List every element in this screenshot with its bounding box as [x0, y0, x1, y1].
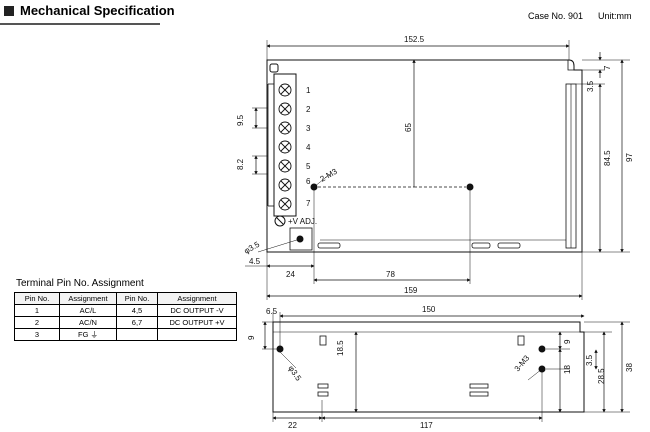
dim-left: 24 [286, 270, 295, 279]
table-row: 1 AC/L 4,5 DC OUTPUT -V [14, 304, 237, 317]
mounting-hole [466, 183, 474, 191]
dim-overall: 159 [404, 286, 418, 295]
side-view-outline [272, 321, 585, 413]
terminal-screw-icon [278, 83, 292, 97]
dim-pitch-2: 8.2 [236, 158, 245, 170]
side-dim-width: 150 [422, 305, 436, 314]
pin-number: 5 [306, 162, 311, 171]
side-dim-right-3-5: 3.5 [585, 354, 594, 366]
pin-number: 6 [306, 177, 311, 186]
dim-depth-inner: 84.5 [603, 150, 612, 166]
v-adj-label: +V ADJ. [288, 217, 317, 226]
hole-label: φ3.5 [243, 240, 262, 256]
dim-hole-vertical: 65 [404, 123, 413, 132]
pin-number: 3 [306, 124, 311, 133]
terminal-screw-icon [278, 140, 292, 154]
dim-top-right-small: 3.5 [586, 80, 595, 92]
terminal-screw-icon [278, 159, 292, 173]
column-header: Pin No. [116, 292, 158, 305]
table-header-row: Pin No. Assignment Pin No. Assignment [14, 292, 237, 305]
terminal-pin-table: Pin No. Assignment Pin No. Assignment 1 … [14, 292, 237, 341]
side-dim-height: 38 [625, 363, 634, 372]
terminal-screw-icon [278, 178, 292, 192]
section-header: Mechanical Specification [0, 0, 650, 30]
side-dim-hole-spacing: 117 [420, 421, 433, 430]
dim-top-right: 7 [603, 65, 612, 70]
table-row: 3 FG ⏚ [14, 328, 237, 341]
terminal-table-title: Terminal Pin No. Assignment [16, 278, 144, 289]
side-dim-hole-y: 18.5 [336, 340, 345, 356]
section-title: Mechanical Specification [20, 3, 175, 18]
side-dim-left-small: 6.5 [266, 307, 278, 316]
side-screw-label: 3-M3 [513, 353, 532, 373]
column-header: Assignment [157, 292, 237, 305]
side-view [262, 312, 630, 422]
side-dim-height-left: 9 [247, 335, 256, 340]
side-mounting-hole [538, 345, 546, 353]
table-cell [157, 328, 237, 341]
v-adj-potentiometer [274, 215, 286, 227]
fg-bracket [289, 227, 313, 251]
terminal-screw-icon [278, 197, 292, 211]
column-header: Assignment [59, 292, 117, 305]
pin-number: 4 [306, 143, 311, 152]
case-number: Case No. 901 [528, 11, 584, 21]
dim-hole-spacing: 78 [386, 270, 395, 279]
pin-number: 2 [306, 105, 311, 114]
side-dim-right-18: 18 [563, 365, 572, 374]
screw-label: 2-M3 [319, 167, 340, 184]
terminal-block [273, 73, 297, 217]
side-dim-left: 22 [288, 421, 297, 430]
pin-number: 7 [306, 199, 311, 208]
unit-label: Unit:mm [598, 11, 632, 21]
dim-pitch-1: 9.5 [236, 114, 245, 126]
dim-width: 152.5 [404, 35, 425, 44]
dim-corner: 4.5 [249, 257, 261, 266]
side-hole-label: φ3.5 [286, 364, 303, 383]
header-bullet-icon [4, 6, 14, 16]
terminal-screws [278, 83, 292, 211]
terminal-screw-icon [278, 102, 292, 116]
header-underline [0, 23, 160, 25]
top-view-outline [266, 59, 583, 253]
side-dim-right-9: 9 [563, 339, 572, 344]
dim-depth: 97 [625, 153, 634, 162]
top-view [245, 40, 630, 300]
side-dim-right-28-5: 28.5 [597, 368, 606, 384]
terminal-screw-icon [278, 121, 292, 135]
top-right-tab [567, 60, 582, 71]
pin-number: 1 [306, 86, 311, 95]
corner-hole [269, 63, 279, 73]
